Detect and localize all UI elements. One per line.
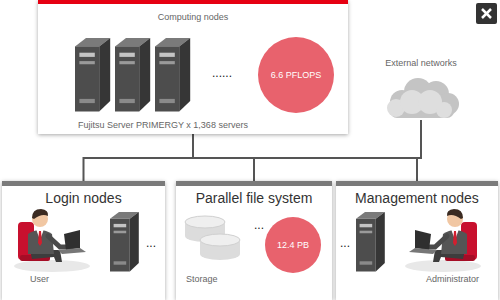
login-panel: Login nodesUser	[2, 181, 165, 300]
computing-panel: Computing nodesFujitsu Server PRIMERGY x…	[38, 0, 348, 134]
panel-title: Parallel file system	[196, 190, 313, 207]
admin-figure	[405, 209, 481, 272]
storage-panel: Parallel file systemStorage 12.4 PB	[176, 181, 332, 300]
network-label: External networks	[385, 58, 457, 69]
panel-title: Management nodes	[355, 190, 479, 207]
role-label: Administrator	[426, 274, 479, 285]
ellipsis-mark: ...	[254, 218, 264, 232]
role-label: Storage	[186, 274, 218, 285]
ellipsis-mark: ...	[146, 236, 156, 250]
management-panel: Management nodesAdministrator	[336, 181, 498, 300]
storage-disks	[185, 216, 240, 260]
performance-circle: 6.6 PFLOPS	[258, 37, 334, 113]
close-button	[476, 3, 497, 24]
panel-title: Computing nodes	[158, 12, 229, 23]
role-label: User	[30, 274, 49, 285]
capacity-value: 12.4 PB	[277, 240, 309, 251]
capacity-circle: 12.4 PB	[265, 217, 321, 273]
ellipsis-mark: ...	[340, 236, 350, 250]
panel-title: Login nodes	[45, 190, 121, 207]
network-link	[84, 134, 194, 181]
network-cloud: External networks	[378, 58, 464, 120]
user-figure	[14, 209, 90, 272]
performance-value: 6.6 PFLOPS	[271, 70, 322, 81]
server-caption: Fujitsu Server PRIMERGY x 1,368 servers	[78, 120, 248, 131]
server-icons	[75, 38, 385, 272]
ellipsis-mark: ......	[212, 66, 232, 80]
